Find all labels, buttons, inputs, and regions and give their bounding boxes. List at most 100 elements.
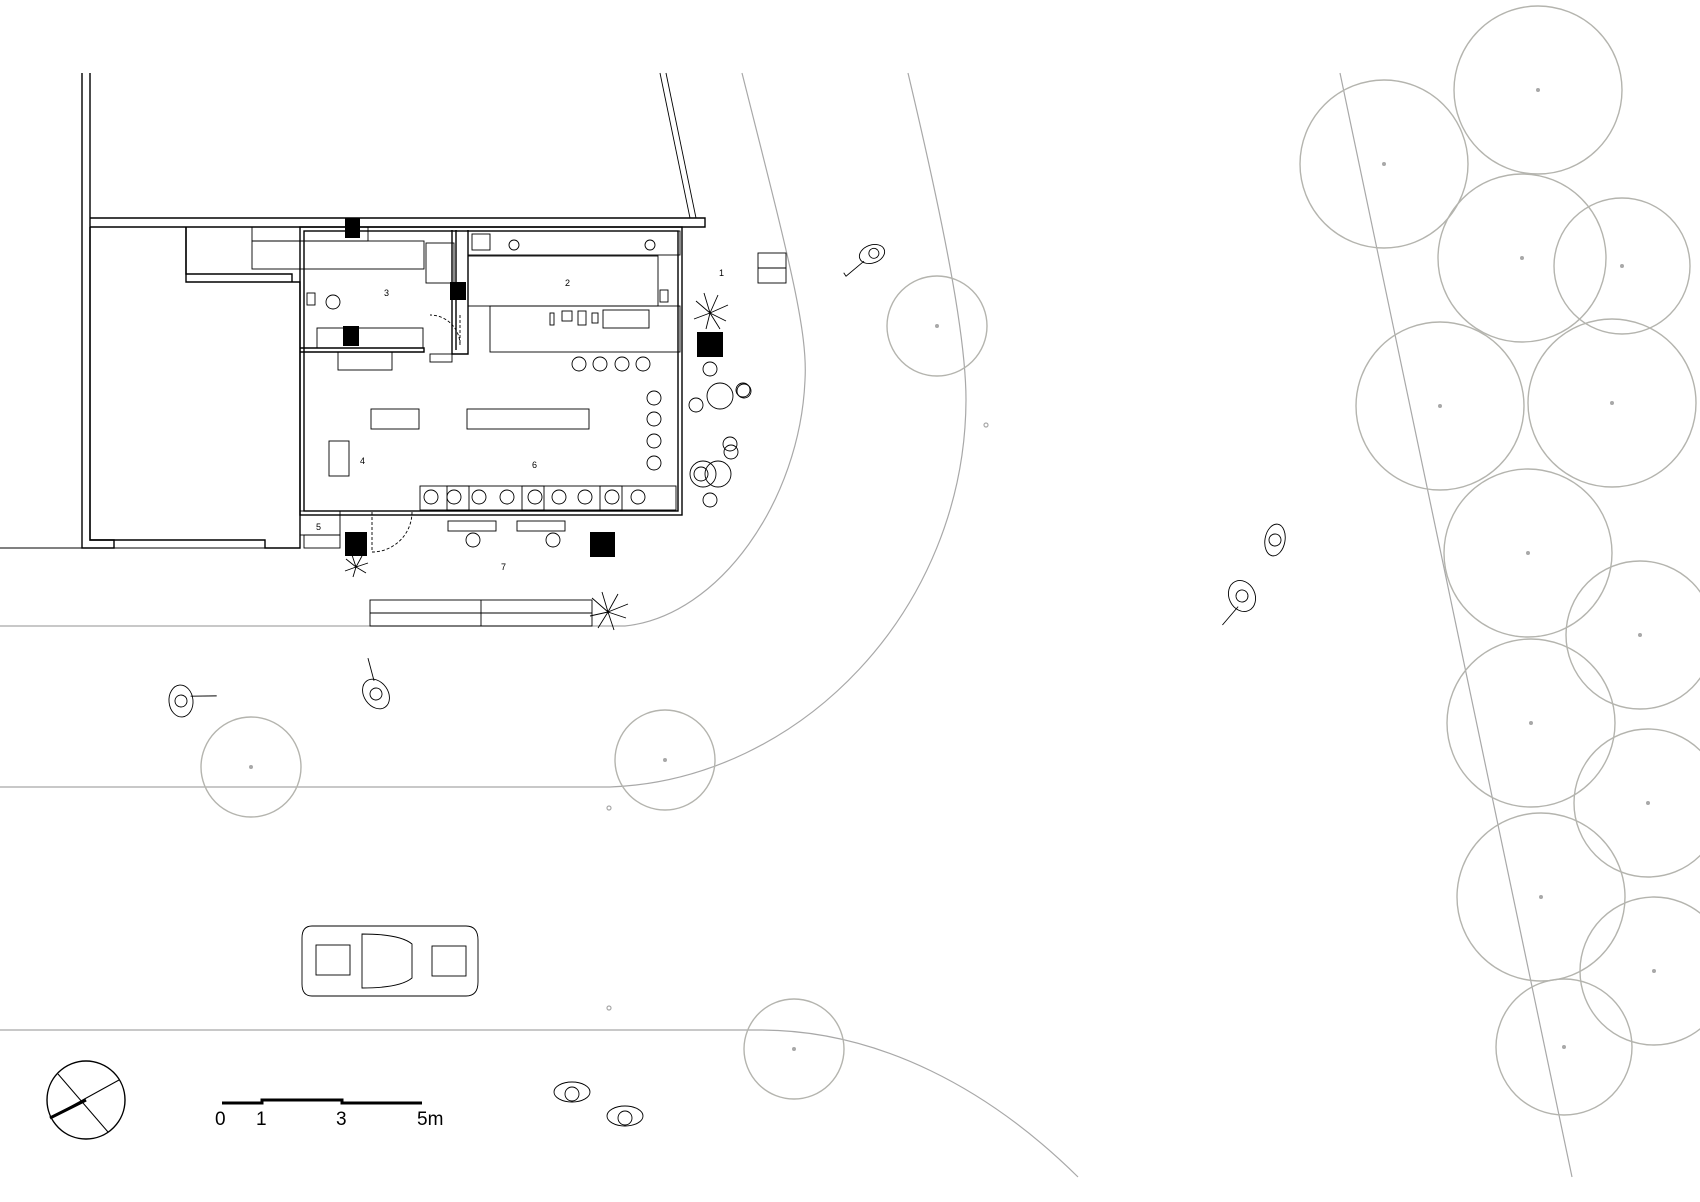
room-labels: 1 2 3 4 5 6 7 — [316, 268, 724, 572]
table-icon — [521, 485, 545, 511]
tree-trunk — [1620, 264, 1624, 268]
person-icon — [1222, 580, 1257, 626]
stool-icon — [646, 390, 662, 406]
tree-canopy — [1355, 321, 1525, 491]
plants — [344, 292, 729, 631]
tree-icon — [743, 998, 845, 1100]
tree-canopy — [1456, 812, 1626, 982]
stool-icon — [423, 489, 439, 505]
tree-trunk — [935, 324, 939, 328]
neighbouring-building — [0, 73, 706, 549]
table-icon — [706, 382, 734, 410]
columns — [343, 218, 723, 557]
tree-icon — [1299, 79, 1469, 249]
room-label-5: 5 — [316, 522, 321, 532]
tree-icon — [1446, 638, 1616, 808]
column-icon — [345, 218, 360, 238]
tree-canopy — [886, 275, 988, 377]
car-icon — [301, 925, 479, 997]
tree-canopy — [1553, 197, 1691, 335]
tree-icon — [1565, 560, 1700, 710]
stool-icon — [702, 492, 718, 508]
tree-icon — [1456, 812, 1626, 982]
stool-icon — [527, 489, 543, 505]
column-icon — [343, 326, 359, 346]
tree-icon — [1579, 896, 1700, 1046]
tree-icon — [886, 275, 988, 377]
stool-icon — [736, 383, 752, 399]
tree-canopy — [614, 709, 716, 811]
street-lines — [0, 72, 1573, 1178]
tree-trunk — [1646, 801, 1650, 805]
column-icon — [345, 532, 367, 556]
plant-icon — [344, 554, 369, 578]
stool-icon — [646, 411, 662, 427]
plant-icon — [589, 591, 629, 631]
column-icon — [590, 532, 615, 557]
tree-canopy — [1565, 560, 1700, 710]
stool-icon — [446, 489, 462, 505]
tree-icon — [1527, 318, 1697, 488]
person-icon — [362, 658, 390, 710]
tree-trunk — [1382, 162, 1386, 166]
scale-tick-0: 0 — [215, 1109, 226, 1130]
room-label-6: 6 — [532, 460, 537, 470]
north-arrow-icon — [46, 1060, 126, 1140]
stools — [423, 356, 752, 508]
tree-icon — [1573, 728, 1700, 878]
cafe-walls — [251, 226, 683, 553]
tree-canopy — [1446, 638, 1616, 808]
table-icon — [689, 460, 717, 488]
stool-icon — [471, 489, 487, 505]
stool-icon — [604, 489, 620, 505]
room-label-4: 4 — [360, 456, 365, 466]
tree-icon — [614, 709, 716, 811]
tree-trunk — [1526, 551, 1530, 555]
scale-tick-1: 1 — [256, 1109, 267, 1130]
tree-canopy — [1527, 318, 1697, 488]
table-icon — [704, 460, 732, 488]
room-label-3: 3 — [384, 288, 389, 298]
stool-icon — [630, 489, 646, 505]
tree-icon — [1355, 321, 1525, 491]
stool-icon — [646, 433, 662, 449]
stool-icon — [571, 356, 587, 372]
column-icon — [697, 332, 723, 357]
tree-trunk — [1520, 256, 1524, 260]
room-label-7: 7 — [501, 562, 506, 572]
tree-trunk — [1638, 633, 1642, 637]
tree-icon — [1553, 197, 1691, 335]
tree-canopy — [1437, 173, 1607, 343]
tree-canopy — [1299, 79, 1469, 249]
stool-icon — [702, 361, 718, 377]
tree-icon — [1495, 978, 1633, 1116]
table-icon — [446, 485, 470, 511]
stool-icon — [499, 489, 515, 505]
tree-canopy — [1495, 978, 1633, 1116]
stool-icon — [635, 356, 651, 372]
stool-icon — [723, 444, 739, 460]
person-icon — [606, 1105, 644, 1127]
person-icon — [843, 243, 886, 277]
tree-icon — [1437, 173, 1607, 343]
stool-icon — [722, 436, 738, 452]
scale-tick-5m: 5m — [417, 1109, 443, 1130]
table-icon — [599, 485, 623, 511]
stool-icon — [577, 489, 593, 505]
column-icon — [450, 282, 466, 300]
tree-trunk — [1438, 404, 1442, 408]
tree-trunk — [1529, 721, 1533, 725]
people — [168, 243, 1286, 1127]
trees — [200, 5, 1700, 1116]
tree-canopy — [743, 998, 845, 1100]
stool-icon — [688, 397, 704, 413]
tree-canopy — [1579, 896, 1700, 1046]
tree-trunk — [663, 758, 667, 762]
person-icon — [168, 684, 217, 718]
room-label-1: 1 — [719, 268, 724, 278]
bollards — [606, 422, 989, 1011]
person-icon — [1264, 523, 1286, 557]
stool-icon — [693, 466, 709, 482]
room-label-2: 2 — [565, 278, 570, 288]
